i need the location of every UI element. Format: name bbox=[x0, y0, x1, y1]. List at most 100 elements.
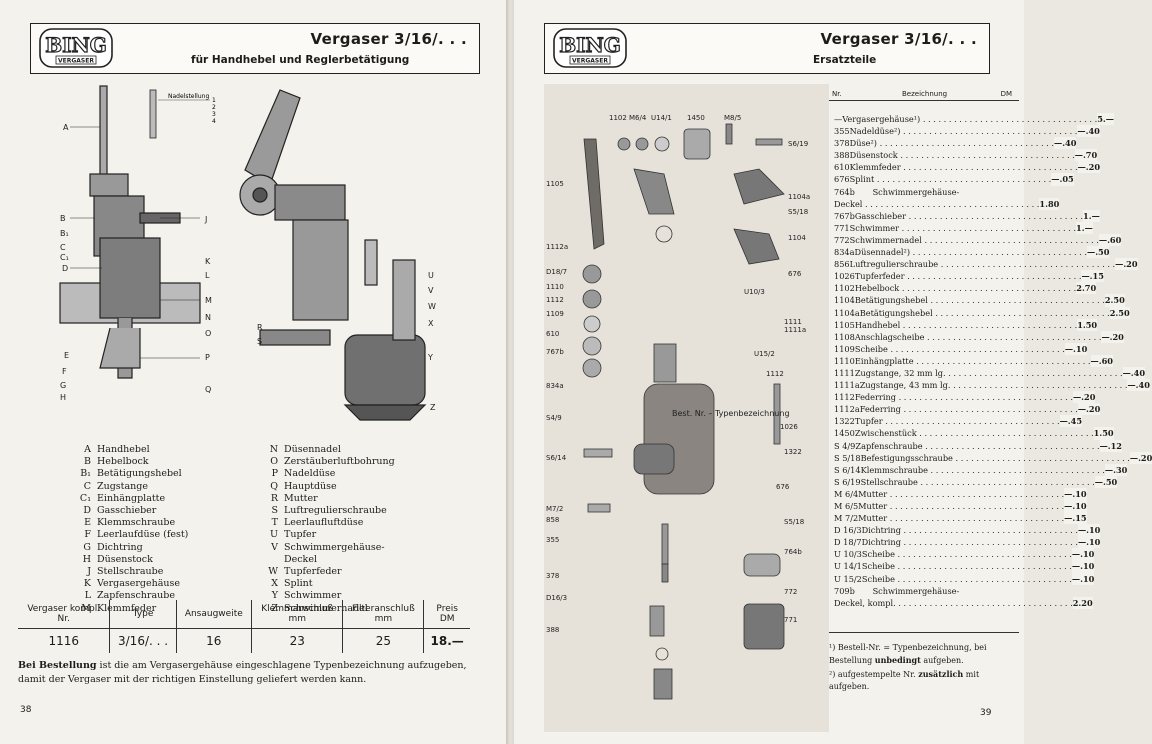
svg-text:F: F bbox=[62, 367, 67, 376]
part-price: —.20 bbox=[1072, 391, 1096, 404]
part-number: S 4/9 bbox=[834, 440, 856, 451]
legend-text: Vergasergehäuse bbox=[97, 578, 181, 590]
legend-text: Betätigungshebel bbox=[97, 468, 182, 480]
svg-text:D16/3: D16/3 bbox=[546, 594, 567, 602]
part-description: Federring bbox=[855, 391, 1073, 403]
parts-row: Deckel, kompl.2.20 bbox=[834, 596, 1093, 609]
header-desc: Bezeichnung bbox=[902, 90, 948, 98]
svg-text:S6/14: S6/14 bbox=[546, 454, 567, 462]
legend-key: E bbox=[84, 517, 91, 529]
legend-key: S bbox=[271, 505, 278, 517]
part-number: 1112a bbox=[834, 404, 860, 415]
part-number: S 6/14 bbox=[834, 464, 861, 475]
part-number: 1102 bbox=[834, 283, 855, 294]
svg-text:M6/4: M6/4 bbox=[629, 114, 647, 122]
spec-header-cell: Vergaser kompl. Nr. bbox=[18, 600, 110, 629]
part-number: 709b bbox=[834, 585, 855, 596]
svg-text:834a: 834a bbox=[546, 382, 564, 390]
svg-text:1322: 1322 bbox=[784, 448, 802, 456]
part-number: 378 bbox=[834, 138, 850, 149]
parts-row: Deckel1.80 bbox=[834, 197, 1060, 210]
legend-key: B bbox=[84, 456, 91, 468]
part-description: Zapfenschraube bbox=[855, 440, 1099, 452]
part-description: Scheibe bbox=[855, 343, 1065, 355]
part-price bbox=[959, 185, 994, 198]
legend-text: Luftregulierschraube bbox=[284, 505, 387, 517]
svg-text:610: 610 bbox=[546, 330, 559, 338]
footnote-rule bbox=[829, 632, 1019, 633]
legend-text: Splint bbox=[284, 578, 313, 590]
footnote-1-bold: unbedingt bbox=[874, 655, 921, 665]
part-price: —.10 bbox=[1071, 572, 1095, 585]
svg-text:L: L bbox=[205, 271, 210, 280]
part-price: —.15 bbox=[1081, 270, 1104, 283]
footnote-2-text: ²) aufgestempelte Nr. bbox=[829, 670, 919, 679]
spec-header-cell: Ansaugweite bbox=[175, 600, 252, 629]
part-description: Splint bbox=[850, 173, 1052, 185]
part-description: Scheibe bbox=[862, 560, 1072, 572]
svg-text:3: 3 bbox=[212, 111, 216, 118]
legend-text: Gasschieber bbox=[97, 505, 157, 517]
parts-row: 1104aBetätigungshebel2.50 bbox=[834, 306, 1130, 319]
svg-text:355: 355 bbox=[546, 536, 559, 544]
svg-text:1110: 1110 bbox=[546, 283, 564, 291]
svg-text:1104: 1104 bbox=[788, 234, 806, 242]
part-price: 1.50 bbox=[1093, 427, 1114, 440]
svg-text:B: B bbox=[60, 214, 66, 223]
part-number: 1108 bbox=[834, 331, 855, 342]
part-description: Tupferfeder bbox=[855, 270, 1082, 282]
svg-text:378: 378 bbox=[546, 572, 559, 580]
legend-key: Q bbox=[270, 480, 278, 492]
part-price: 1.— bbox=[1076, 221, 1093, 234]
legend-key: U bbox=[269, 529, 278, 541]
svg-text:Z: Z bbox=[430, 403, 436, 412]
svg-text:1: 1 bbox=[212, 97, 216, 104]
svg-text:1026: 1026 bbox=[780, 423, 798, 431]
part-price: —.10 bbox=[1077, 536, 1101, 549]
part-price: —.60 bbox=[1098, 233, 1122, 247]
svg-text:W: W bbox=[428, 302, 436, 311]
part-price: —.20 bbox=[1129, 451, 1152, 464]
parts-row: 1105Handhebel1.50 bbox=[834, 318, 1098, 331]
svg-text:D18/7: D18/7 bbox=[546, 268, 567, 276]
logo-sub: VERGASER bbox=[572, 58, 608, 65]
part-description: Dichtring bbox=[862, 524, 1078, 536]
footnote-1-tail: aufgeben. bbox=[920, 656, 964, 665]
svg-text:J: J bbox=[204, 215, 207, 224]
carburetor-exterior-drawing: RS UVW XYZ bbox=[239, 89, 436, 421]
part-number: S 6/19 bbox=[834, 476, 861, 487]
part-number: S 5/18 bbox=[834, 452, 861, 463]
svg-text:S5/18: S5/18 bbox=[784, 518, 804, 526]
order-note: Bei Bestellung ist die am Vergasergehäus… bbox=[18, 659, 470, 687]
legend-key: N bbox=[269, 444, 278, 455]
part-price: —.20 bbox=[1077, 403, 1101, 416]
part-number: U 14/1 bbox=[834, 561, 862, 572]
part-price: —.30 bbox=[1104, 463, 1128, 476]
needle-position-indicator: Nadelstellung 12 34 bbox=[149, 89, 216, 139]
part-description: Mutter bbox=[858, 512, 1064, 524]
spec-header-cell: Type bbox=[109, 600, 177, 629]
legend-text: Zapfenschraube bbox=[97, 590, 175, 602]
part-description: Schwimmernadel bbox=[850, 234, 1099, 246]
legend-text: Schwimmer bbox=[284, 590, 342, 602]
part-description: Hebelbock bbox=[855, 282, 1076, 294]
svg-text:V: V bbox=[428, 286, 434, 295]
page-number-left: 38 bbox=[20, 705, 32, 715]
left-page: BING VERGASER Vergaser 3/16/. . . für Ha… bbox=[0, 0, 508, 744]
part-price: —.10 bbox=[1071, 548, 1095, 561]
part-price: —.50 bbox=[1087, 246, 1110, 259]
spec-header-cell: Filteranschluß mm bbox=[342, 600, 424, 629]
